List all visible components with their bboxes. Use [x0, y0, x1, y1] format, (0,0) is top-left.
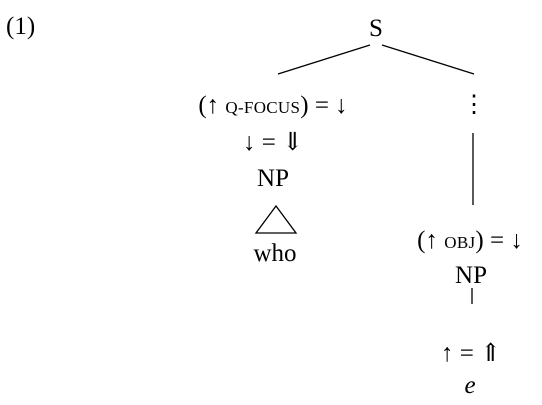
edge-root-to-qfocus: [277, 44, 371, 75]
left-np-label: NP: [257, 165, 289, 192]
qfocus-annotation: (↑ Q-FOCUS) = ↓: [198, 93, 347, 118]
root-node-label: S: [369, 15, 383, 42]
vertical-dots: ⋮: [462, 92, 486, 118]
word-who: who: [253, 240, 297, 267]
annotation-open: (↑: [417, 227, 445, 254]
left-equation: ↓ = ⇓: [242, 129, 304, 156]
annotation-close: ) = ↓: [475, 227, 523, 254]
feature-obj: OBJ: [444, 233, 476, 252]
example-number: (1): [6, 13, 36, 40]
edge-root-to-dots: [381, 44, 475, 75]
right-np-label: NP: [455, 262, 487, 289]
word-e: e: [464, 372, 476, 399]
feature-q-focus: Q-FOCUS: [225, 98, 301, 117]
right-equation: ↑ = ⇑: [440, 340, 502, 367]
annotation-open: (↑: [198, 92, 226, 119]
obj-annotation: (↑ OBJ) = ↓: [417, 228, 523, 253]
triangle-who: [254, 204, 298, 234]
annotation-close: ) = ↓: [300, 92, 348, 119]
